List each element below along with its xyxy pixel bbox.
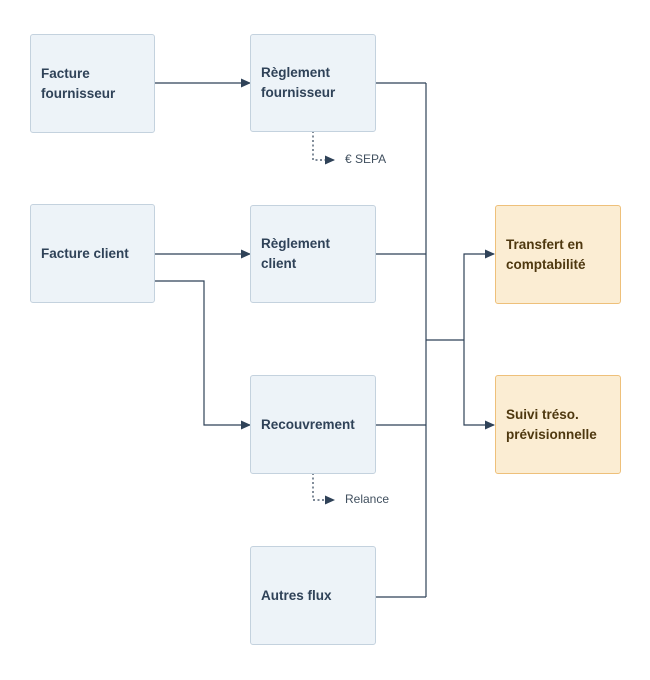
- node-facture-fournisseur: Facture fournisseur: [30, 34, 155, 133]
- node-reglement-client-label: Règlement client: [261, 236, 331, 271]
- dotted-arrow-sepa: [312, 131, 335, 165]
- node-recouvrement-label: Recouvrement: [261, 416, 355, 432]
- node-facture-client: Facture client: [30, 204, 155, 303]
- dotted-arrow-relance: [312, 473, 335, 505]
- node-suivi-treso-label: Suivi tréso. prévisionnelle: [506, 406, 597, 442]
- node-transfert-comptabilite-label: Transfert en comptabilité: [506, 236, 586, 272]
- node-facture-fournisseur-label: Facture fournisseur: [41, 65, 116, 101]
- node-suivi-treso: Suivi tréso. prévisionnelle: [495, 375, 621, 474]
- node-transfert-comptabilite: Transfert en comptabilité: [495, 205, 621, 304]
- node-reglement-fournisseur-label: Règlement fournisseur: [261, 65, 336, 100]
- arrow-to-suivi-treso: [463, 340, 495, 430]
- node-reglement-client: Règlement client: [250, 205, 376, 303]
- relance-label: Relance: [345, 492, 390, 506]
- node-autres-flux: Autres flux: [250, 546, 376, 645]
- node-recouvrement: Recouvrement: [250, 375, 376, 474]
- arrow-to-transfert-comptabilite: [463, 249, 495, 340]
- arrow-facture-client-to-recouvrement: [155, 280, 251, 430]
- node-autres-flux-label: Autres flux: [261, 587, 332, 603]
- node-facture-client-label: Facture client: [41, 245, 129, 261]
- node-reglement-fournisseur: Règlement fournisseur: [250, 34, 376, 132]
- sepa-label: € SEPA: [345, 152, 387, 166]
